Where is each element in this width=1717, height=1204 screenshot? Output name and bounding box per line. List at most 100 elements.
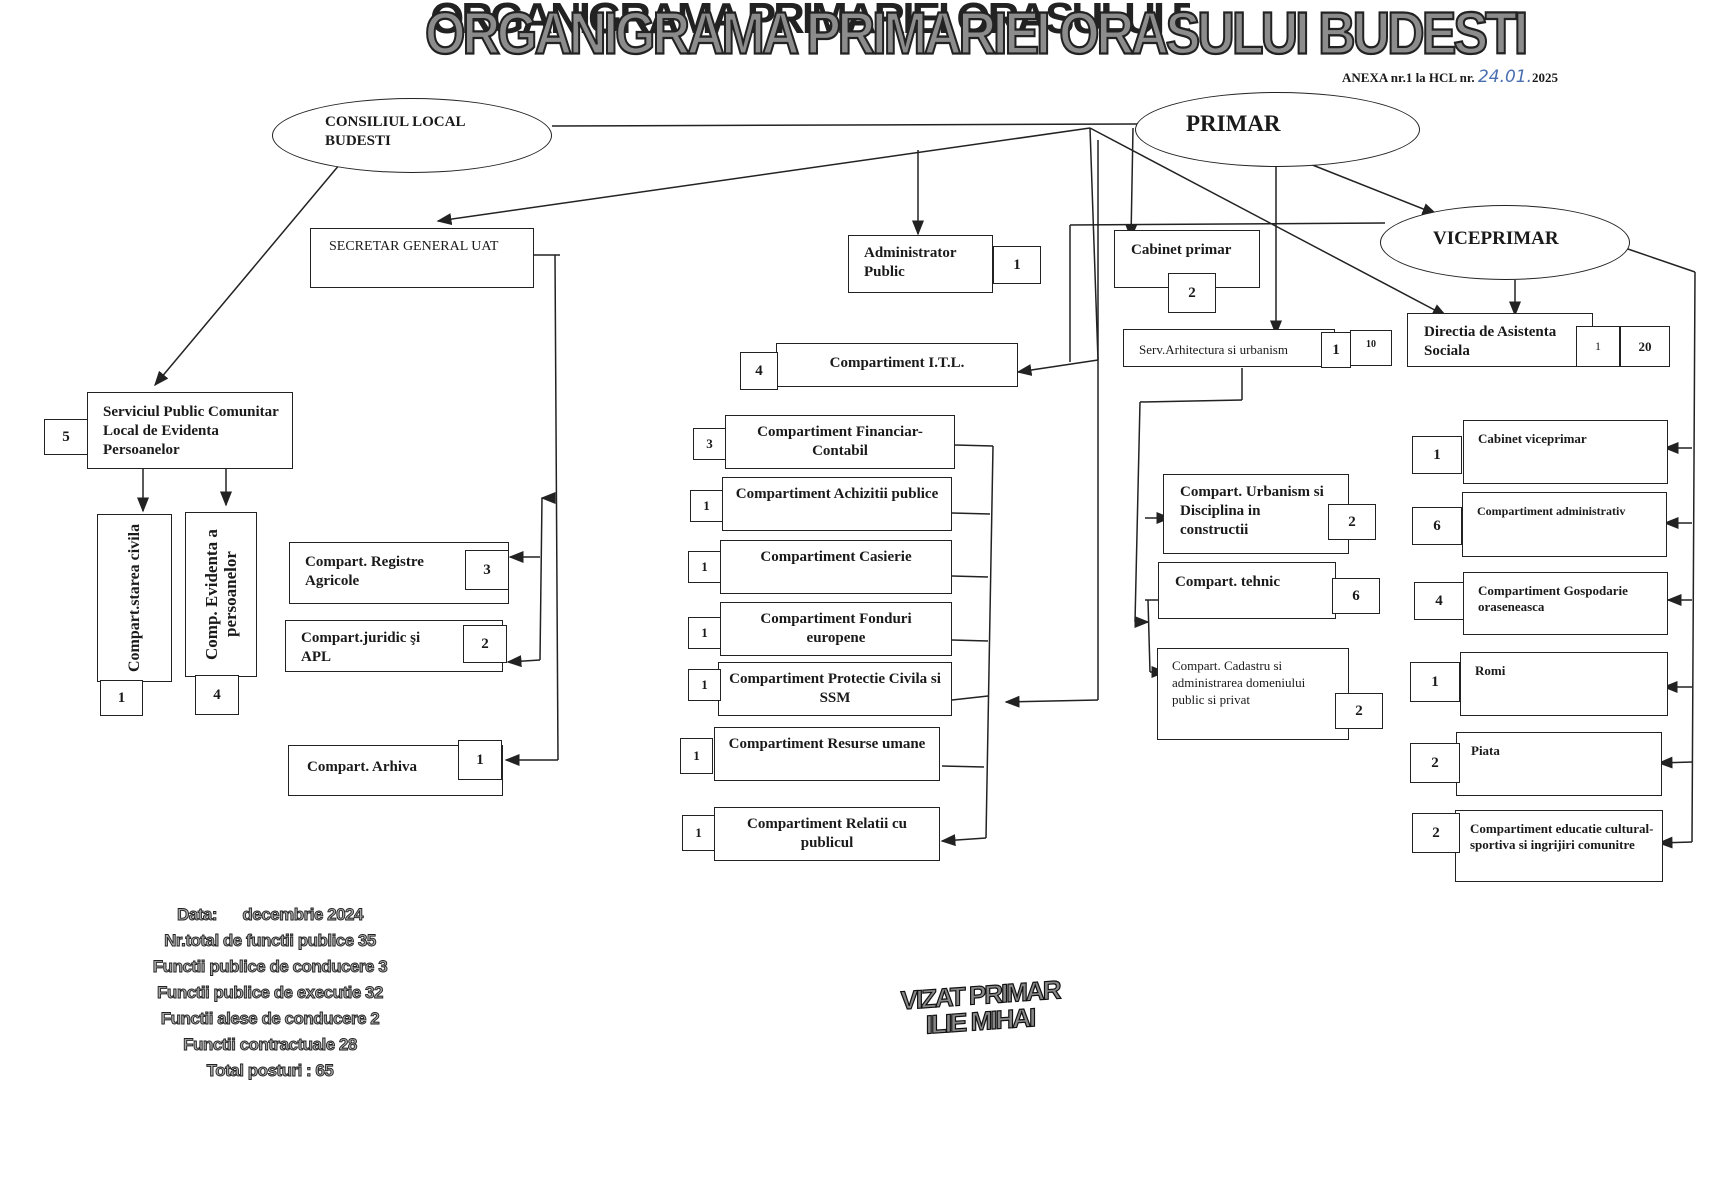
cadastru-box[interactable]: Compart. Cadastru si administrarea domen… [1157, 648, 1349, 740]
administrator-public-label: Administrator Public [864, 245, 957, 280]
center-compartment-label: Compartiment Fonduri europene [760, 611, 912, 646]
arhitectura-label: Serv.Arhitectura si urbanism [1139, 342, 1288, 357]
registre-agricole-count: 3 [465, 550, 509, 590]
urbanism-count: 2 [1328, 504, 1376, 540]
center-compartment-label: Compartiment Financiar-Contabil [757, 424, 923, 459]
cadastru-count: 2 [1335, 693, 1383, 729]
administrator-public-box[interactable]: Administrator Public [848, 235, 993, 293]
itl-box[interactable]: Compartiment I.T.L. [776, 343, 1018, 387]
center-compartment-box[interactable]: Compartiment Achizitii publice [722, 477, 952, 531]
center-compartment-count: 1 [682, 815, 715, 851]
viceprimar-compartment-box[interactable]: Piata [1456, 732, 1662, 796]
center-compartment-count: 1 [688, 551, 721, 583]
juridic-label: Compart.juridic şi APL [301, 630, 421, 665]
evidenta-persoanelor-box[interactable]: Comp. Evidenta a persoanelor [185, 512, 257, 677]
tehnic-count: 6 [1332, 578, 1380, 614]
consiliu-local-node[interactable]: CONSILIUL LOCAL BUDESTI [272, 98, 552, 173]
arhiva-label: Compart. Arhiva [307, 759, 417, 775]
primar-label: PRIMAR [1186, 111, 1281, 136]
summary-date: Data: decembrie 2024 [177, 905, 364, 925]
spclep-label: Serviciul Public Comunitar Local de Evid… [103, 404, 279, 458]
spclep-count: 5 [44, 419, 88, 455]
viceprimar-compartment-label: Romi [1475, 663, 1506, 678]
spclep-box[interactable]: Serviciul Public Comunitar Local de Evid… [87, 392, 293, 469]
viceprimar-compartment-box[interactable]: Compartiment educatie cultural-sportiva … [1455, 810, 1663, 882]
center-compartment-box[interactable]: Compartiment Financiar-Contabil [725, 415, 955, 469]
center-compartment-count: 1 [680, 738, 713, 774]
dgas-box[interactable]: Directia de Asistenta Sociala [1407, 313, 1593, 367]
dgas-label: Directia de Asistenta Sociala [1424, 324, 1557, 359]
viceprimar-compartment-count: 6 [1412, 507, 1462, 545]
viceprimar-node[interactable]: VICEPRIMAR [1380, 205, 1630, 280]
arhiva-count: 1 [458, 740, 502, 780]
center-compartment-label: Compartiment Casierie [760, 549, 912, 565]
viceprimar-compartment-count: 1 [1410, 662, 1460, 702]
viceprimar-compartment-label: Piata [1471, 743, 1500, 758]
center-compartment-box[interactable]: Compartiment Protectie Civila si SSM [718, 662, 952, 716]
dgas-count-exec: 20 [1620, 326, 1670, 367]
center-compartment-count: 1 [690, 490, 723, 522]
viceprimar-compartment-label: Compartiment educatie cultural-sportiva … [1470, 821, 1654, 852]
viceprimar-compartment-count: 4 [1414, 582, 1464, 620]
viceprimar-compartment-label: Compartiment administrativ [1477, 504, 1626, 518]
summary-total-public: Nr.total de functii publice 35 [164, 931, 377, 951]
center-compartment-box[interactable]: Compartiment Relatii cu publicul [714, 807, 940, 861]
document-title: ORGANIGRAMA PRIMARIEI ORASULUI BUDESTI [424, 0, 1529, 68]
viceprimar-compartment-box[interactable]: Cabinet viceprimar [1463, 420, 1668, 484]
center-compartment-count: 3 [693, 428, 726, 460]
stare-civila-count: 1 [100, 680, 143, 716]
annex-reference: ANEXA nr.1 la HCL nr. 24.01.2025 [1342, 67, 1558, 87]
center-compartment-box[interactable]: Compartiment Fonduri europene [720, 602, 952, 656]
administrator-public-count: 1 [993, 246, 1041, 284]
secretar-general-box[interactable]: SECRETAR GENERAL UAT [310, 228, 534, 288]
dgas-count-lead: 1 [1576, 326, 1620, 367]
primar-node[interactable]: PRIMAR [1135, 92, 1420, 167]
secretar-general-label: SECRETAR GENERAL UAT [329, 239, 499, 254]
registre-agricole-label: Compart. Registre Agricole [305, 554, 424, 589]
center-compartment-count: 1 [688, 669, 721, 701]
annex-year: 2025 [1532, 70, 1559, 85]
viceprimar-compartment-label: Cabinet viceprimar [1478, 431, 1587, 446]
arhitectura-count-exec: 10 [1350, 330, 1392, 366]
summary-public-conducere: Functii publice de conducere 3 [152, 957, 388, 977]
viceprimar-compartment-label: Compartiment Gospodarie oraseneasca [1478, 583, 1628, 614]
summary-alese-conducere: Functii alese de conducere 2 [160, 1009, 380, 1029]
viceprimar-compartment-box[interactable]: Romi [1460, 652, 1668, 716]
cabinet-primar-box[interactable]: Cabinet primar [1114, 230, 1260, 288]
staffing-summary: Data: decembrie 2024 Nr.total de functii… [130, 902, 410, 1084]
arhitectura-count-lead: 1 [1321, 332, 1351, 368]
annex-prefix: ANEXA nr.1 la HCL nr. [1342, 70, 1475, 85]
itl-count: 4 [740, 352, 778, 390]
tehnic-box[interactable]: Compart. tehnic [1158, 562, 1336, 619]
viceprimar-compartment-box[interactable]: Compartiment Gospodarie oraseneasca [1463, 572, 1668, 635]
viceprimar-compartment-count: 2 [1412, 813, 1460, 853]
center-compartment-label: Compartiment Relatii cu publicul [747, 816, 907, 851]
annex-handwritten-number: 24.01. [1477, 67, 1533, 87]
center-compartment-label: Compartiment Protectie Civila si SSM [729, 671, 941, 706]
center-compartment-label: Compartiment Achizitii publice [735, 486, 939, 502]
center-compartment-count: 1 [688, 617, 721, 649]
summary-public-executie: Functii publice de executie 32 [157, 983, 384, 1003]
stare-civila-box[interactable]: Compart.starea civila [97, 514, 172, 682]
evidenta-persoanelor-label: Comp. Evidenta a persoanelor [202, 529, 240, 660]
urbanism-box[interactable]: Compart. Urbanism si Disciplina in const… [1163, 474, 1349, 554]
viceprimar-compartment-count: 2 [1410, 743, 1460, 783]
viceprimar-label: VICEPRIMAR [1433, 228, 1559, 249]
center-compartment-box[interactable]: Compartiment Resurse umane [714, 727, 940, 781]
juridic-count: 2 [463, 625, 507, 663]
tehnic-label: Compart. tehnic [1175, 574, 1280, 590]
cabinet-primar-count: 2 [1168, 273, 1216, 313]
evidenta-persoanelor-count: 4 [195, 675, 239, 715]
stare-civila-label: Compart.starea civila [126, 523, 143, 673]
cadastru-label: Compart. Cadastru si administrarea domen… [1172, 658, 1306, 707]
viceprimar-compartment-count: 1 [1412, 436, 1462, 474]
cabinet-primar-label: Cabinet primar [1131, 242, 1232, 258]
arhitectura-box[interactable]: Serv.Arhitectura si urbanism [1123, 329, 1335, 367]
itl-label: Compartiment I.T.L. [829, 355, 965, 371]
summary-total-posturi: Total posturi : 65 [206, 1061, 334, 1081]
consiliu-local-label: CONSILIUL LOCAL BUDESTI [325, 114, 465, 149]
center-compartment-box[interactable]: Compartiment Casierie [720, 540, 952, 594]
viceprimar-compartment-box[interactable]: Compartiment administrativ [1462, 492, 1667, 557]
center-compartment-label: Compartiment Resurse umane [728, 736, 926, 752]
